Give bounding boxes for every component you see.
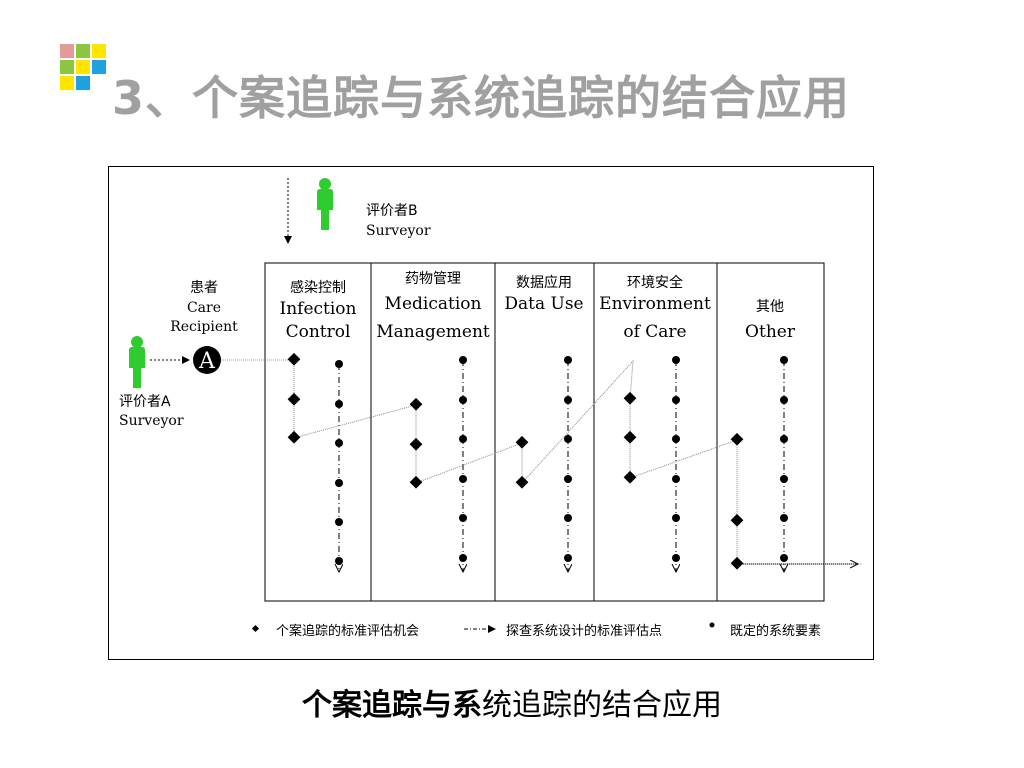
caption-rest: 统追踪的结合应用 — [482, 688, 722, 723]
column-header-environment-en1: Environment — [599, 294, 711, 314]
surveyor-b-en: Surveyor — [366, 223, 431, 239]
column-header-infection-en1: Infection — [280, 299, 357, 319]
patient-marker-label: A — [198, 349, 216, 374]
tracer-diagram: 评价者B Surveyor 感染控制 Infection Control 药物管… — [108, 166, 874, 660]
legend-item-system-tracer: 探查系统设计的标准评估点 — [506, 623, 662, 639]
surveyor-b-cn: 评价者B — [366, 203, 418, 219]
column-header-medication-en2: Management — [376, 322, 490, 342]
system-element-dots — [335, 356, 788, 565]
column-table — [264, 262, 825, 602]
patient-en2: Recipient — [170, 319, 238, 335]
column-header-environment-cn: 环境安全 — [627, 274, 683, 291]
column-header-other-en1: Other — [745, 322, 796, 342]
slide-title: 3、个案追踪与系统追踪的结合应用 — [112, 71, 851, 125]
legend-item-case-tracer: 个案追踪的标准评估机会 — [276, 623, 419, 639]
surveyor-a-en: Surveyor — [119, 413, 184, 429]
diagram-frame — [108, 166, 874, 660]
column-header-datause-cn: 数据应用 — [516, 274, 572, 291]
slide-caption: 个案追踪与系统追踪的结合应用 — [0, 680, 1024, 724]
column-header-datause-en1: Data Use — [504, 294, 583, 314]
column-header-medication-cn: 药物管理 — [405, 271, 461, 287]
patient-en1: Care — [187, 300, 221, 316]
column-header-medication-en1: Medication — [385, 294, 482, 314]
column-header-environment-en2: of Care — [623, 322, 686, 342]
caption-bold: 个案追踪与系 — [302, 688, 482, 723]
tracer-path — [293, 359, 862, 565]
case-tracer-points — [287, 352, 744, 570]
surveyor-a-cn: 评价者A — [119, 394, 171, 410]
patient-marker — [193, 346, 221, 374]
patient-cn: 患者 — [190, 280, 218, 296]
legend: 个案追踪的标准评估机会 探查系统设计的标准评估点 既定的系统要素 — [251, 622, 821, 639]
column-header-infection-en2: Control — [286, 322, 351, 342]
logo-icon — [60, 44, 106, 90]
legend-item-system-elements: 既定的系统要素 — [730, 623, 821, 639]
column-header-other-cn: 其他 — [756, 299, 784, 315]
surveyor-a-icon — [129, 336, 145, 388]
legend-dot-icon — [709, 622, 715, 628]
surveyor-b-icon — [317, 178, 333, 230]
legend-diamond-icon — [251, 624, 260, 633]
column-header-infection-cn: 感染控制 — [290, 279, 346, 296]
system-tracer-lines — [339, 360, 784, 572]
